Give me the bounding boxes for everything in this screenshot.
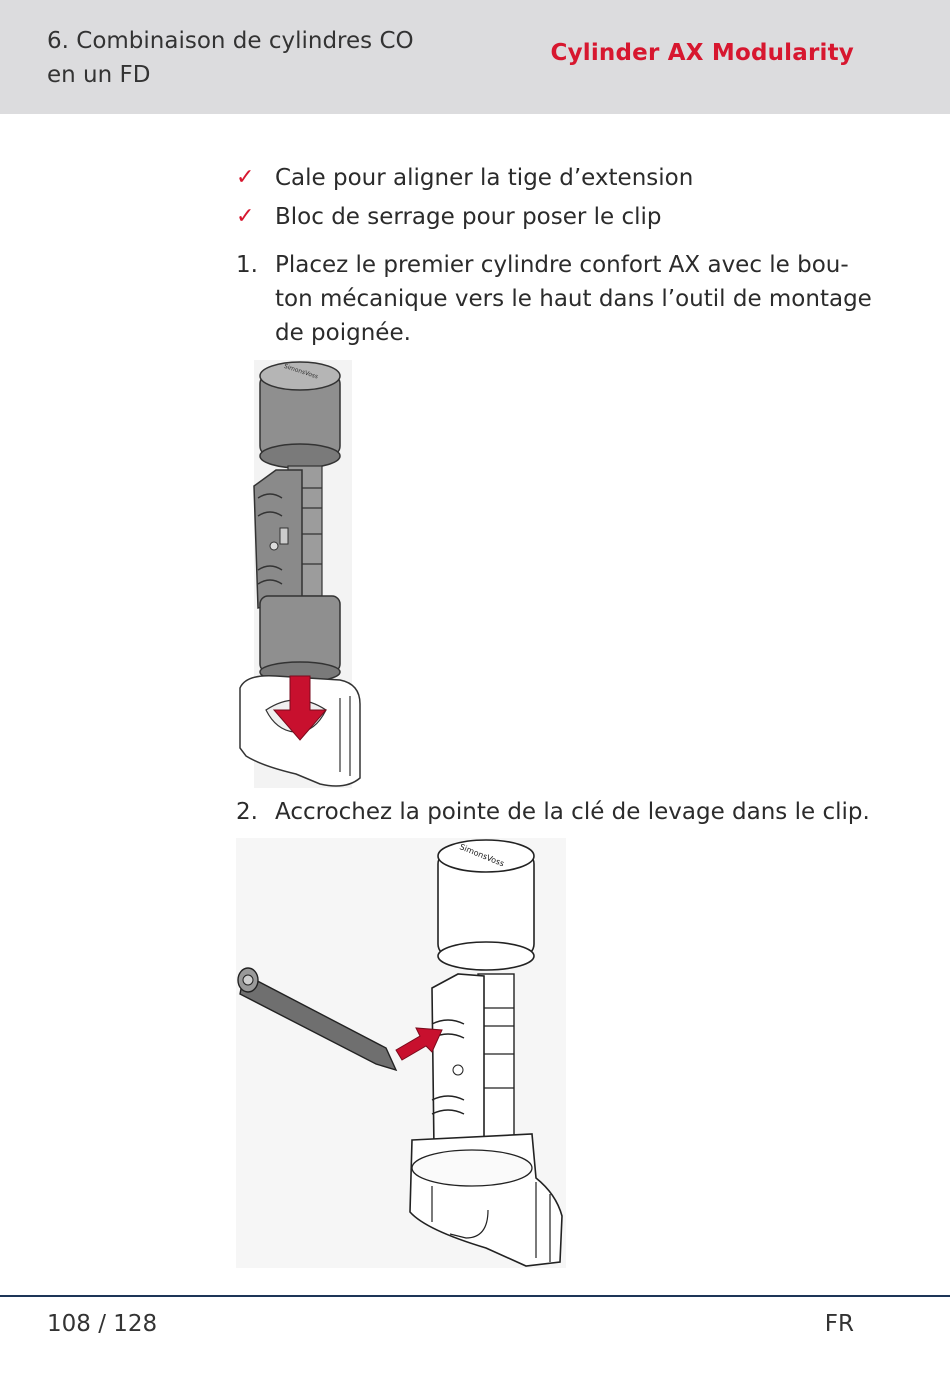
right-arrow-icon xyxy=(395,1027,443,1061)
step-text: Accrochez la pointe de la clé de levage … xyxy=(275,799,870,825)
main-content: ✓ Cale pour aligner la tige d’extension … xyxy=(236,160,876,350)
chapter-title-line2: en un FD xyxy=(47,62,151,88)
mounting-tool xyxy=(409,1133,563,1267)
step-text-line: ton mécanique vers le haut dans l’outil … xyxy=(275,286,872,312)
step-text: Placez le premier cylindre confort AX av… xyxy=(275,248,876,350)
chapter-title: 6. Combinaison de cylindres CO en un FD xyxy=(47,24,467,92)
step-text-line: Placez le premier cylindre confort AX av… xyxy=(275,252,849,278)
bottom-knob xyxy=(259,595,341,683)
step-text-line: de poignée. xyxy=(275,320,411,346)
figure-lifting-key: SimonsVoss xyxy=(236,838,566,1268)
down-arrow-icon xyxy=(272,675,328,741)
step-2: 2. Accrochez la pointe de la clé de leva… xyxy=(236,795,896,829)
top-knob: SimonsVoss xyxy=(437,839,535,971)
top-knob: SimonsVoss xyxy=(259,361,341,469)
checklist-item-text: Bloc de serrage pour poser le clip xyxy=(275,204,662,230)
checklist-item: ✓ Cale pour aligner la tige d’extension xyxy=(236,160,876,199)
cylinder-body xyxy=(253,465,323,609)
chapter-title-line1: 6. Combinaison de cylindres CO xyxy=(47,28,414,54)
language-code: FR xyxy=(824,1311,854,1337)
product-name: Cylinder AX Modularity xyxy=(550,40,854,66)
page-number: 108 / 128 xyxy=(47,1311,158,1337)
figure-cylinder-in-tool: SimonsVoss xyxy=(239,360,361,788)
step-number: 2. xyxy=(236,799,258,825)
step-number: 1. xyxy=(236,252,258,278)
cylinder-body xyxy=(431,973,515,1151)
checkmark-icon: ✓ xyxy=(236,165,255,190)
lifting-key xyxy=(237,967,398,1072)
checklist-item: ✓ Bloc de serrage pour poser le clip xyxy=(236,199,876,238)
footer-rule xyxy=(0,1295,950,1297)
checkmark-icon: ✓ xyxy=(236,204,255,229)
step-1: 1. Placez le premier cylindre confort AX… xyxy=(236,248,876,350)
page-header: 6. Combinaison de cylindres CO en un FD … xyxy=(0,0,950,114)
checklist-item-text: Cale pour aligner la tige d’extension xyxy=(275,165,694,191)
